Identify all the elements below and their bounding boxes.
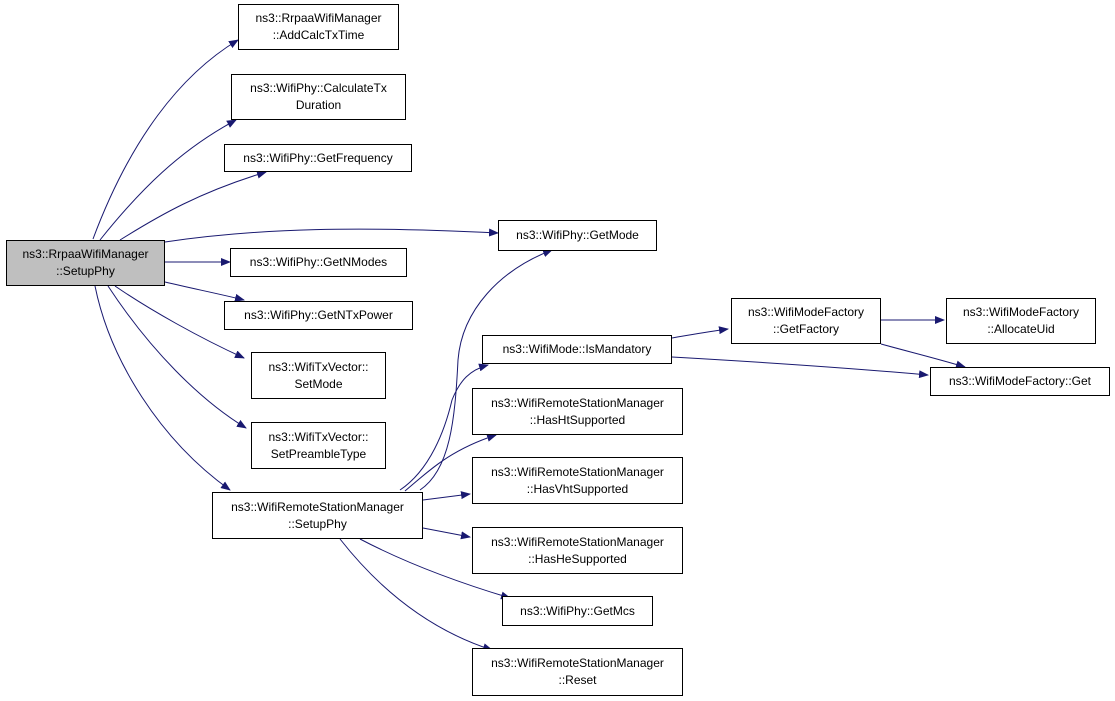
edge-root-getmode — [164, 228, 499, 243]
edge-rsm-hashtsupported — [404, 433, 497, 492]
node-getfactory[interactable]: ns3::WifiModeFactory ::GetFactory — [731, 298, 881, 344]
node-line: ns3::WifiTxVector:: — [268, 429, 369, 444]
node-line: ::HasHtSupported — [529, 412, 626, 427]
node-allocateuid[interactable]: ns3::WifiModeFactory ::AllocateUid — [946, 298, 1096, 344]
node-line: ::AddCalcTxTime — [272, 28, 365, 42]
node-line: ns3::WifiModeFactory — [962, 305, 1080, 319]
node-line: ns3::WifiPhy::GetMode — [516, 228, 639, 242]
node-line: ::SetupPhy — [56, 264, 115, 278]
node-line: ns3::WifiRemoteStationManager — [491, 395, 664, 410]
node-line: ::Reset — [558, 673, 597, 687]
node-line: ns3::WifiModeFactory — [747, 305, 865, 319]
node-line: ns3::WifiRemoteStationManager — [491, 464, 664, 479]
node-ismandatory[interactable]: ns3::WifiMode::IsMandatory — [482, 335, 672, 364]
edge-ismandatory-getfactory — [671, 326, 729, 339]
node-getntxpower[interactable]: ns3::WifiPhy::GetNTxPower — [224, 301, 413, 330]
edge-rsm-getmode — [419, 249, 553, 491]
edge-root-getntxpower — [164, 281, 245, 302]
edge-root-getfrequency — [119, 170, 267, 241]
node-line: ns3::WifiRemoteStationManager — [231, 499, 404, 514]
edge-root-addcalctxtime — [92, 39, 239, 240]
node-line: ::SetupPhy — [288, 516, 347, 531]
node-line: ns3::WifiTxVector:: — [268, 359, 369, 374]
node-reset[interactable]: ns3::WifiRemoteStationManager ::Reset — [472, 648, 683, 696]
node-getmode[interactable]: ns3::WifiPhy::GetMode — [498, 220, 657, 251]
node-line: SetPreambleType — [270, 446, 367, 461]
node-hashesupported[interactable]: ns3::WifiRemoteStationManager ::HasHeSup… — [472, 527, 683, 574]
node-line: ns3::WifiPhy::GetNModes — [249, 255, 388, 269]
node-line: ns3::WifiMode::IsMandatory — [502, 342, 652, 356]
node-line: Duration — [295, 98, 342, 112]
node-line: ns3::WifiPhy::GetMcs — [520, 603, 635, 618]
node-addcalctxtime[interactable]: ns3::RrpaaWifiManager ::AddCalcTxTime — [238, 4, 399, 50]
edge-ismandatory-factoryget — [671, 356, 929, 379]
node-line: ns3::WifiModeFactory::Get — [948, 374, 1092, 388]
node-line: ::GetFactory — [772, 322, 840, 336]
edge-rsm-hasvhtsupported — [422, 491, 471, 501]
node-getfrequency[interactable]: ns3::WifiPhy::GetFrequency — [224, 144, 412, 172]
edge-root-rsmsetupphy — [94, 285, 231, 491]
edge-root-setmode — [114, 285, 245, 359]
node-setmode[interactable]: ns3::WifiTxVector:: SetMode — [251, 352, 386, 399]
node-calculatetxduration[interactable]: ns3::WifiPhy::CalculateTx Duration — [231, 74, 406, 120]
edge-root-setpreamble — [107, 285, 247, 429]
edge-rsm-getmcs — [359, 538, 511, 600]
node-line: ns3::WifiPhy::GetNTxPower — [244, 308, 393, 322]
node-line: ns3::WifiRemoteStationManager — [491, 534, 664, 549]
node-line: SetMode — [294, 376, 343, 391]
node-setpreambletype[interactable]: ns3::WifiTxVector:: SetPreambleType — [251, 422, 386, 469]
node-line: ::HasHeSupported — [528, 551, 627, 566]
node-factory-get[interactable]: ns3::WifiModeFactory::Get — [930, 367, 1110, 396]
node-line: ns3::WifiRemoteStationManager — [491, 656, 664, 670]
node-line: ns3::WifiPhy::GetFrequency — [243, 150, 393, 165]
node-hasvhtsupported[interactable]: ns3::WifiRemoteStationManager ::HasVhtSu… — [472, 457, 683, 504]
edge-getfactory-factoryget — [880, 343, 966, 369]
node-rsm-setupphy[interactable]: ns3::WifiRemoteStationManager ::SetupPhy — [212, 492, 423, 539]
edge-rsm-ismandatory — [399, 363, 489, 491]
node-rrpaa-setupphy[interactable]: ns3::RrpaaWifiManager ::SetupPhy — [6, 240, 165, 286]
node-line: ::AllocateUid — [987, 322, 1055, 336]
edge-rsm-reset — [339, 538, 493, 652]
node-getmcs[interactable]: ns3::WifiPhy::GetMcs — [502, 596, 653, 626]
node-line: ns3::RrpaaWifiManager — [255, 11, 382, 25]
node-line: ns3::RrpaaWifiManager — [22, 247, 149, 261]
node-hashtsupported[interactable]: ns3::WifiRemoteStationManager ::HasHtSup… — [472, 388, 683, 435]
node-getnmodes[interactable]: ns3::WifiPhy::GetNModes — [230, 248, 407, 277]
edge-root-calculatetx — [99, 119, 237, 241]
edge-rsm-hashesupported — [422, 527, 471, 540]
node-line: ::HasVhtSupported — [526, 481, 629, 496]
node-line: ns3::WifiPhy::CalculateTx — [250, 81, 387, 95]
